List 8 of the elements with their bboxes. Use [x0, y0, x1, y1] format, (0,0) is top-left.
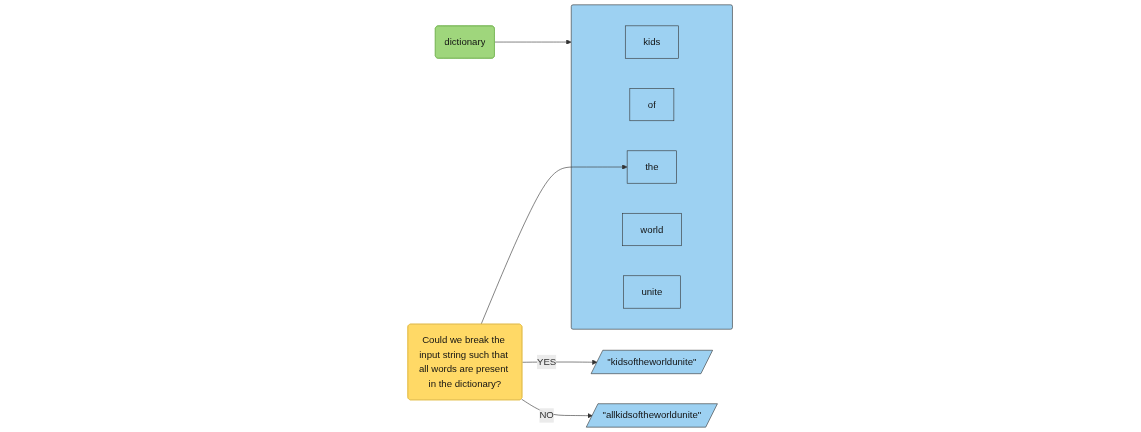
node-box: unite [623, 275, 681, 309]
edge-label: NO [539, 410, 555, 421]
node-box: world [622, 213, 682, 247]
cluster [571, 4, 734, 330]
node-box: the [627, 150, 678, 184]
node-box: of [629, 88, 675, 122]
edge-label: YES [537, 356, 557, 367]
node-box: kids [625, 25, 680, 59]
